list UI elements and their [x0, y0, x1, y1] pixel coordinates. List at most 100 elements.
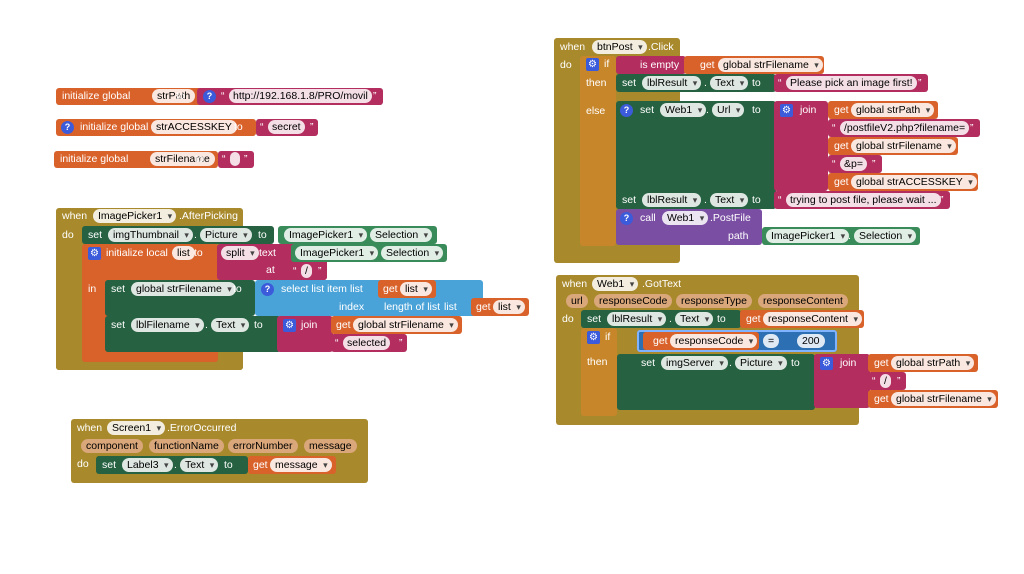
text-block[interactable]: ? “ http://192.168.1.8/PRO/movil ” — [197, 88, 383, 105]
component-getter-block[interactable]: ImagePicker1 . Selection — [762, 227, 920, 245]
component-dropdown[interactable]: imgServer — [661, 356, 728, 370]
param-field[interactable]: errorNumber — [228, 439, 298, 453]
number-field[interactable]: 200 — [797, 334, 825, 348]
variable-name-field[interactable]: strPath — [152, 89, 196, 103]
question-icon[interactable]: ? — [620, 104, 633, 117]
get-message-block[interactable]: get message — [248, 456, 336, 474]
variable-dropdown[interactable]: global strFilename — [851, 139, 956, 153]
question-icon[interactable]: ? — [203, 90, 216, 103]
get-responsecontent-block[interactable]: get responseContent — [740, 310, 864, 328]
property-dropdown[interactable]: Selection — [370, 228, 433, 242]
set-global-strfilename-block[interactable]: set global strFilename to — [105, 280, 255, 316]
if-else-block[interactable]: ⚙ if then else — [580, 56, 616, 246]
variable-dropdown[interactable]: global strFilename — [131, 282, 236, 296]
param-field[interactable]: responseContent — [758, 294, 848, 308]
property-dropdown[interactable]: Text — [180, 458, 219, 472]
set-lblresult-text-block[interactable]: set lblResult . Text to — [581, 310, 741, 328]
get-global-block[interactable]: get global strPath — [828, 101, 938, 119]
variable-dropdown[interactable]: list — [400, 282, 432, 296]
component-dropdown[interactable]: ImagePicker1 — [93, 209, 177, 223]
variable-dropdown[interactable]: global strACCESSKEY — [851, 175, 977, 189]
gear-icon[interactable]: ⚙ — [820, 357, 833, 370]
component-dropdown[interactable]: Screen1 — [107, 421, 166, 435]
gear-icon[interactable]: ⚙ — [88, 247, 101, 260]
variable-dropdown[interactable]: global strPath — [851, 103, 935, 117]
property-dropdown[interactable]: Selection — [381, 246, 444, 260]
text-value-field[interactable]: trying to post file, please wait ... — [786, 193, 941, 207]
get-global-block[interactable]: get global strFilename — [684, 56, 824, 74]
split-dropdown[interactable]: split — [221, 246, 259, 260]
component-dropdown[interactable]: Web1 — [660, 103, 707, 117]
component-dropdown[interactable]: ImagePicker1 — [766, 229, 850, 243]
param-field[interactable]: responseCode — [594, 294, 673, 308]
get-global-block[interactable]: get global strACCESSKEY — [828, 173, 978, 191]
get-list-block[interactable]: get list — [378, 280, 436, 298]
init-global-straccesskey-block[interactable]: ? initialize global strACCESSKEY to — [56, 119, 256, 136]
component-dropdown[interactable]: imgThumbnail — [108, 228, 193, 242]
text-value-field[interactable]: Please pick an image first! — [786, 76, 917, 90]
get-responsecode-block[interactable]: get responseCode — [643, 332, 759, 350]
variable-name-field[interactable]: strACCESSKEY — [151, 120, 237, 134]
variable-name-field[interactable]: list — [172, 246, 195, 260]
component-dropdown[interactable]: lblResult — [642, 193, 702, 207]
param-field[interactable]: url — [566, 294, 588, 308]
property-dropdown[interactable]: Text — [710, 76, 749, 90]
component-dropdown[interactable]: ImagePicker1 — [295, 246, 379, 260]
set-lblfilename-text-block[interactable]: set lblFilename . Text to — [105, 316, 281, 352]
text-block[interactable]: “ selected ” — [331, 334, 407, 352]
variable-name-field[interactable]: strFilename — [150, 152, 215, 166]
set-imgthumbnail-picture-block[interactable]: set imgThumbnail . Picture to — [82, 226, 274, 244]
get-global-block[interactable]: get global strFilename — [331, 316, 462, 334]
join-block[interactable]: ⚙ join — [814, 354, 870, 408]
text-block[interactable]: “ / ” — [868, 372, 906, 390]
call-web1-postfile-block[interactable]: ? call Web1 .PostFile path — [616, 209, 762, 245]
text-block[interactable]: “ /postfileV2.php?filename= ” — [828, 119, 980, 137]
param-field[interactable]: functionName — [149, 439, 224, 453]
component-dropdown[interactable]: lblFilename — [131, 318, 204, 332]
text-block[interactable]: “ &p= ” — [828, 155, 882, 173]
text-block[interactable]: “ secret ” — [256, 119, 318, 136]
set-label3-text-block[interactable]: set Label3 . Text to — [96, 456, 248, 474]
text-value-field[interactable]: selected — [343, 336, 391, 350]
set-lblresult-text-block[interactable]: set lblResult . Text to — [616, 191, 776, 209]
variable-dropdown[interactable]: global strFilename — [353, 318, 458, 332]
variable-dropdown[interactable]: global strPath — [891, 356, 975, 370]
component-dropdown[interactable]: Web1 — [592, 277, 639, 291]
if-block[interactable]: ⚙ if then — [581, 328, 617, 416]
init-global-strfilename-block[interactable]: initialize global strFilename to — [54, 151, 218, 168]
property-dropdown[interactable]: Selection — [854, 229, 917, 243]
property-dropdown[interactable]: Text — [675, 312, 714, 326]
question-icon[interactable]: ? — [620, 212, 633, 225]
variable-dropdown[interactable]: message — [270, 458, 332, 472]
text-block[interactable]: “ trying to post file, please wait ... ” — [774, 191, 950, 209]
join-block[interactable]: ⚙ join — [774, 101, 828, 191]
text-value-field[interactable]: secret — [268, 120, 305, 134]
component-dropdown[interactable]: btnPost — [592, 40, 647, 54]
operator-dropdown[interactable]: = — [763, 334, 780, 348]
variable-dropdown[interactable]: global strFilename — [718, 58, 823, 72]
is-empty-block[interactable]: is empty — [616, 56, 686, 74]
text-value-field[interactable]: / — [301, 264, 312, 278]
text-block[interactable]: “ Please pick an image first! ” — [774, 74, 928, 92]
property-dropdown[interactable]: Picture — [735, 356, 787, 370]
init-global-strpath-block[interactable]: initialize global strPath to — [56, 88, 228, 105]
component-getter-block[interactable]: ImagePicker1 . Selection — [278, 226, 437, 244]
text-block[interactable]: “ ” — [218, 151, 254, 168]
property-dropdown[interactable]: Text — [211, 318, 250, 332]
property-dropdown[interactable]: Text — [710, 193, 749, 207]
text-value-field[interactable]: &p= — [840, 157, 867, 171]
param-field[interactable]: message — [304, 439, 357, 453]
get-global-block[interactable]: get global strPath — [868, 354, 978, 372]
set-lblresult-text-block[interactable]: set lblResult . Text to — [616, 74, 776, 92]
property-dropdown[interactable]: Picture — [200, 228, 252, 242]
variable-dropdown[interactable]: responseContent — [763, 312, 862, 326]
text-value-field[interactable] — [230, 152, 240, 166]
component-dropdown[interactable]: ImagePicker1 — [284, 228, 368, 242]
text-value-field[interactable]: / — [880, 374, 891, 388]
text-value-field[interactable]: /postfileV2.php?filename= — [840, 121, 970, 135]
gear-icon[interactable]: ⚙ — [587, 331, 600, 344]
component-dropdown[interactable]: Web1 — [662, 211, 709, 225]
gear-icon[interactable]: ⚙ — [780, 104, 793, 117]
get-global-block[interactable]: get global strFilename — [828, 137, 958, 155]
variable-dropdown[interactable]: list — [493, 300, 525, 314]
